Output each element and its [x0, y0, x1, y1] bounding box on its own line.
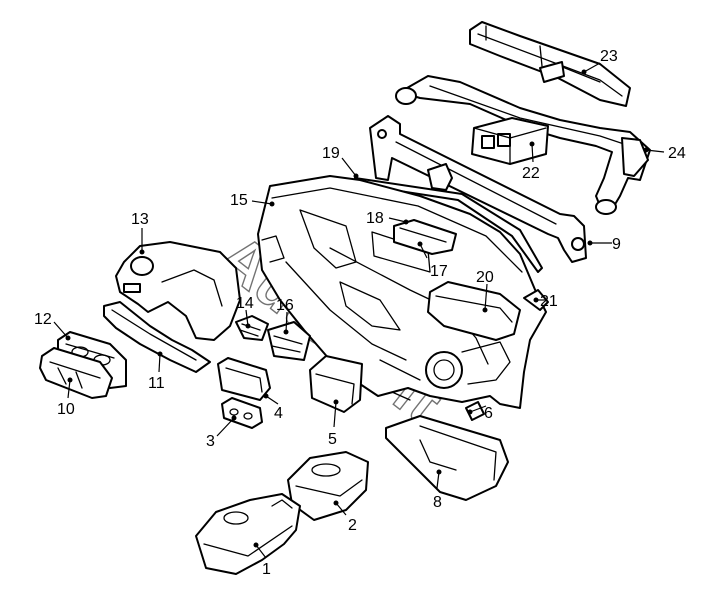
part-8-glove-box — [385, 415, 509, 501]
callout-1: 1 — [262, 561, 271, 578]
callout-16: 16 — [276, 297, 294, 314]
callout-9: 9 — [612, 236, 621, 253]
part-10-cluster-lens — [39, 347, 113, 399]
part-1-front-console — [195, 493, 301, 575]
callout-17: 17 — [430, 263, 448, 280]
callout-13: 13 — [131, 211, 149, 228]
callout-23: 23 — [600, 48, 618, 65]
part-17-trim-panel — [393, 219, 457, 255]
callout-10: 10 — [57, 401, 75, 418]
callout-12: 12 — [34, 311, 52, 328]
part-6-bracket — [465, 401, 485, 421]
part-23-upper-duct — [469, 21, 631, 107]
callout-21: 21 — [540, 293, 558, 310]
part-4-radio-bezel — [217, 357, 271, 401]
callout-22: 22 — [522, 165, 540, 182]
part-20-airbag-cover — [427, 281, 521, 341]
callout-2: 2 — [348, 517, 357, 534]
callout-8: 8 — [433, 494, 442, 511]
part-14-vent-grille — [235, 315, 269, 341]
callout-18: 18 — [366, 210, 384, 227]
part-13-cluster-hood — [115, 241, 241, 341]
callout-4: 4 — [274, 405, 283, 422]
part-22-center-vent — [471, 117, 549, 165]
callout-14: 14 — [236, 295, 254, 312]
part-9-crossbar — [369, 115, 587, 263]
callout-19: 19 — [322, 145, 340, 162]
callout-labels: 1 2 3 4 5 6 7 8 9 10 11 12 13 14 15 16 1… — [34, 48, 686, 578]
callout-20: 20 — [476, 269, 494, 286]
part-11-lower-trim — [103, 301, 211, 373]
callout-6: 6 — [484, 405, 493, 422]
callout-11: 11 — [148, 375, 165, 392]
callout-15: 15 — [230, 192, 248, 209]
leader-lines — [53, 62, 665, 559]
callout-24: 24 — [668, 145, 686, 162]
part-5-cubby — [309, 355, 363, 413]
callout-3: 3 — [206, 433, 215, 450]
callout-5: 5 — [328, 431, 337, 448]
part-16-vent-grille — [267, 321, 311, 361]
